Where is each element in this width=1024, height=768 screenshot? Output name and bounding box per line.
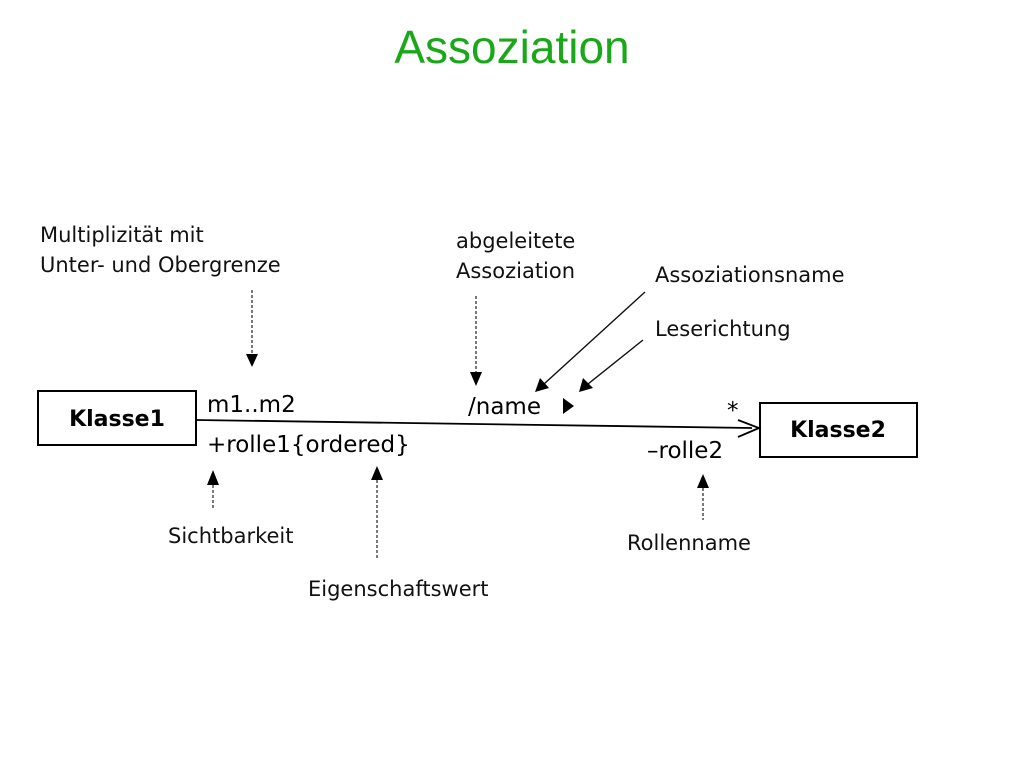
role-name-arrowhead — [697, 474, 709, 488]
derived-arrowhead — [470, 372, 482, 386]
reading-direction-arrowhead — [579, 378, 593, 392]
annotation-derived-line2: Assoziation — [456, 259, 575, 283]
annotation-role-name: Rollenname — [627, 531, 751, 555]
class-box-left — [37, 390, 197, 446]
reading-direction-triangle — [563, 398, 574, 414]
annotation-multiplicity-line1: Multiplizität mit — [40, 223, 204, 247]
annotation-multiplicity-line2: Unter- und Obergrenze — [40, 253, 281, 277]
multiplicity-arrowhead — [246, 354, 258, 367]
annotation-reading-direction: Leserichtung — [655, 317, 791, 341]
association-line — [195, 419, 753, 429]
class-name-left: Klasse1 — [69, 407, 165, 432]
annotation-derived-line1: abgeleitete — [456, 229, 575, 253]
annotation-visibility: Sichtbarkeit — [168, 524, 294, 548]
role-right: –rolle2 — [647, 438, 723, 464]
assoc-name-arrowhead — [535, 378, 549, 392]
annotation-assoc-name: Assoziationsname — [655, 263, 845, 287]
page-title: Assoziation — [394, 21, 630, 73]
association-name: /name — [468, 394, 541, 420]
class-box-right — [759, 402, 918, 458]
assoc-name-pointer — [543, 291, 646, 385]
class-name-right: Klasse2 — [790, 418, 886, 443]
annotation-property-value: Eigenschaftswert — [308, 577, 489, 601]
role-left: +rolle1{ordered} — [207, 432, 410, 458]
multiplicity-left: m1..m2 — [207, 392, 296, 418]
multiplicity-right: * — [727, 398, 739, 424]
visibility-arrowhead — [207, 470, 219, 485]
property-value-arrowhead — [371, 466, 383, 480]
association-open-arrowhead — [737, 419, 762, 438]
reading-direction-pointer — [587, 339, 644, 385]
